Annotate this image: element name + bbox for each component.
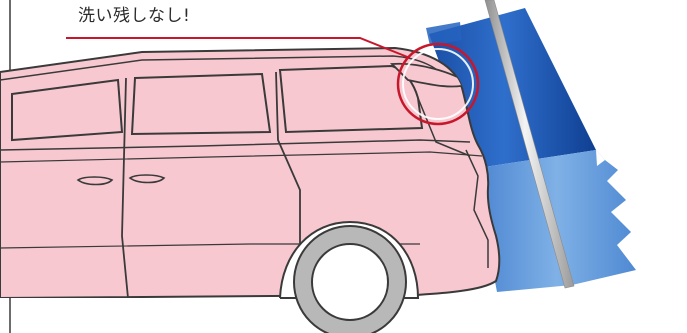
ground-left <box>0 298 280 333</box>
wheel-rim <box>312 244 388 320</box>
minivan <box>0 48 499 333</box>
door-handle-left <box>78 177 112 185</box>
brush-bottom-section <box>478 150 636 292</box>
door-handle-right <box>130 175 164 183</box>
callout-label: 洗い残しなし! <box>78 6 190 26</box>
middle-window <box>132 74 270 134</box>
